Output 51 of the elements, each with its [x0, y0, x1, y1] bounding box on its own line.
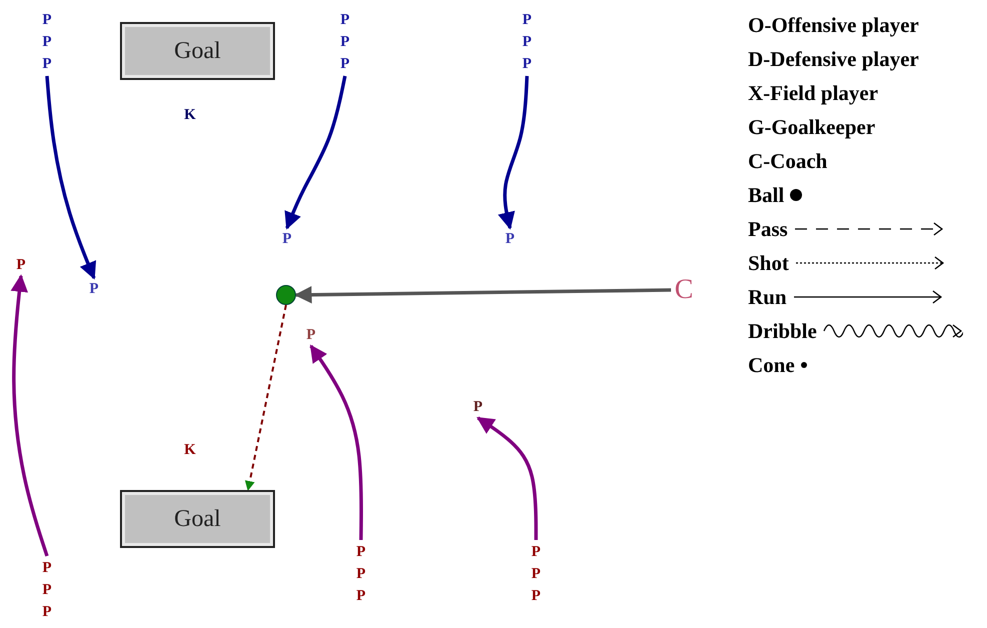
player-letter: K — [184, 106, 196, 125]
player-letter: P — [42, 33, 52, 52]
player-letter: P — [522, 55, 532, 74]
arrow — [310, 344, 364, 540]
legend-text: Shot — [748, 250, 789, 276]
goal-label: Goal — [174, 37, 221, 66]
legend-text: Dribble — [748, 318, 817, 344]
player-letter: P — [89, 280, 99, 299]
legend-text: G-Goalkeeper — [748, 114, 876, 140]
player-letter: P — [42, 603, 52, 622]
coach-letter: C — [674, 274, 694, 306]
legend-text: Cone — [748, 352, 795, 378]
arrow — [10, 274, 49, 557]
arrow — [294, 286, 672, 304]
legend-text: C-Coach — [748, 148, 828, 174]
arrow — [284, 76, 347, 230]
player-letter: P — [340, 33, 350, 52]
player-letter: P — [356, 587, 366, 606]
player-letter: P — [522, 11, 532, 30]
player-letter: P — [42, 581, 52, 600]
goal-label: Goal — [174, 505, 221, 534]
player-letter: P — [473, 398, 483, 417]
player-letter: P — [505, 230, 515, 249]
arrow — [498, 76, 529, 230]
player-letter: K — [184, 441, 196, 460]
player-letter: P — [282, 230, 292, 249]
player-letter: P — [42, 11, 52, 30]
legend-text: Ball — [748, 182, 784, 208]
player-letter: P — [356, 543, 366, 562]
legend-text: Pass — [748, 216, 788, 242]
player-letter: P — [531, 587, 541, 606]
legend-text: D-Defensive player — [748, 46, 919, 72]
goal-box — [120, 490, 275, 548]
player-letter: P — [306, 326, 316, 345]
ball-circle — [276, 285, 296, 305]
legend-text: X-Field player — [748, 80, 878, 106]
player-letter: P — [531, 565, 541, 584]
arrow — [244, 304, 287, 491]
player-letter: P — [340, 55, 350, 74]
player-letter: P — [522, 33, 532, 52]
goal-box — [120, 22, 275, 80]
player-letter: P — [340, 11, 350, 30]
legend-text: Run — [748, 284, 787, 310]
arrow — [476, 416, 538, 540]
player-letter: P — [16, 256, 26, 275]
player-letter: P — [42, 559, 52, 578]
legend-text: O-Offensive player — [748, 12, 919, 38]
arrow — [45, 76, 96, 280]
player-letter: P — [42, 55, 52, 74]
player-letter: P — [356, 565, 366, 584]
player-letter: P — [531, 543, 541, 562]
